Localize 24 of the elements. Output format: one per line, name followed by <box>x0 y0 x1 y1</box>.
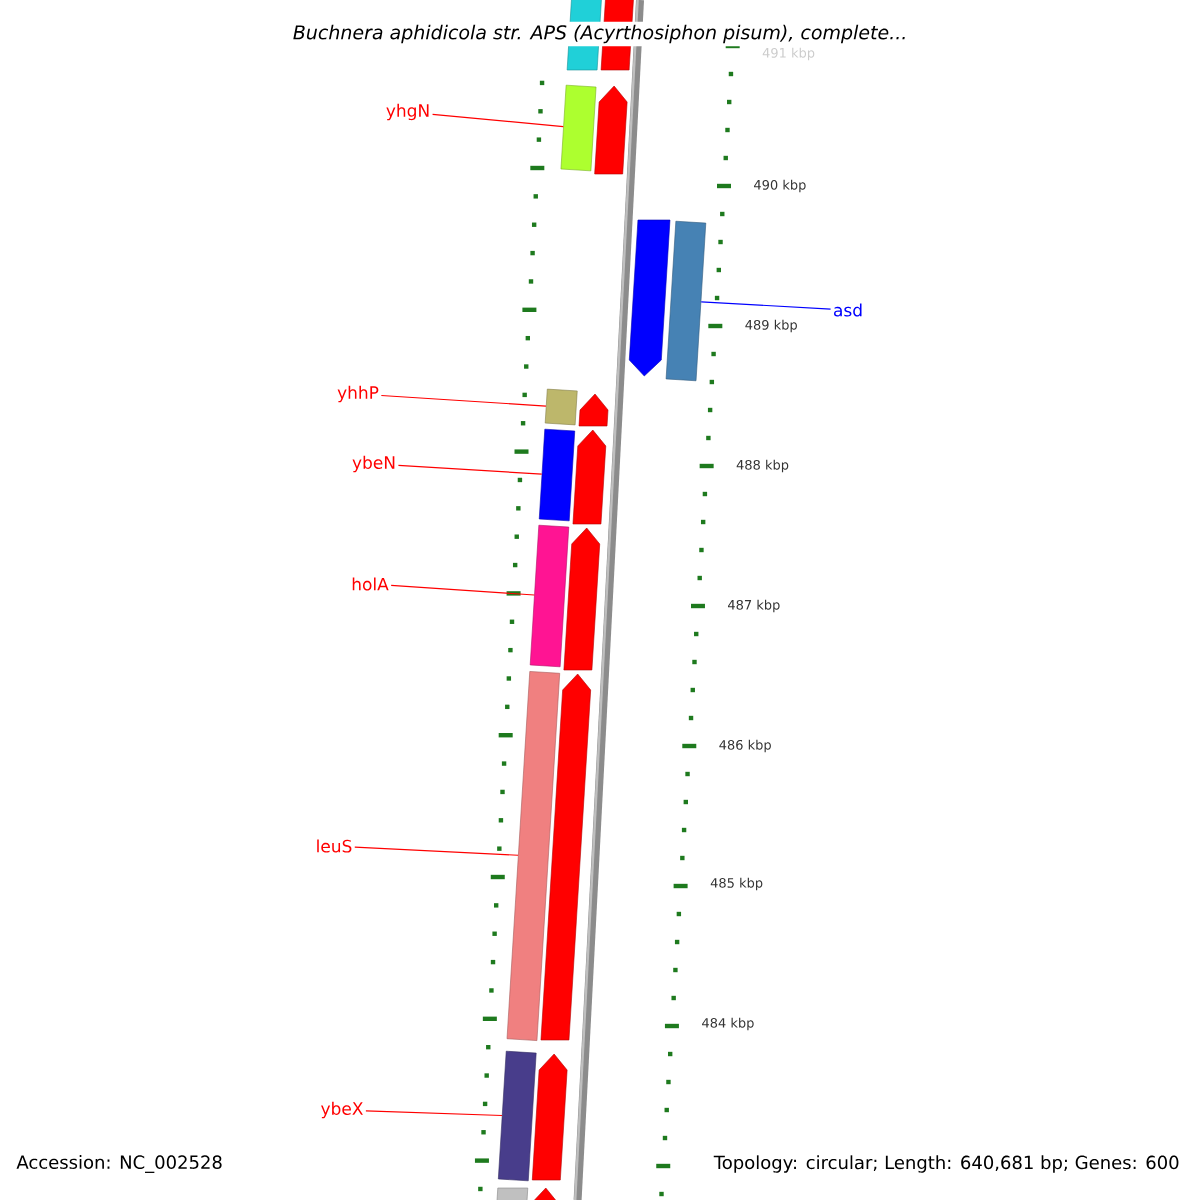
gene-bar <box>498 1050 537 1182</box>
gene-bar <box>665 220 707 382</box>
leader-line <box>380 394 547 407</box>
gene-label: leuS <box>317 839 352 853</box>
leader-line <box>700 301 832 310</box>
gene-bar <box>544 388 578 426</box>
gene-bar <box>560 84 597 172</box>
gene-label: asd <box>834 303 862 317</box>
gene-label: ybeN <box>352 455 395 473</box>
leader-line <box>354 846 519 856</box>
footer-text: Accession: NC_002528 <box>14 1153 225 1175</box>
footer-text: Topology: circular; Length: 640,681 bp; Genes: 600 <box>711 1153 1182 1175</box>
gene-label: ybeX <box>321 1101 363 1119</box>
leader-line <box>365 1110 503 1117</box>
leader-line <box>397 464 543 475</box>
gene-label: yhgN <box>386 103 429 121</box>
leader-line <box>390 584 535 596</box>
title: Buchnera aphidicola str. APS (Acyrthosiphon pisum), complete... <box>289 21 911 47</box>
gene-bar <box>529 524 570 668</box>
gene-label: holA <box>352 577 389 591</box>
gene-bar <box>506 671 561 1041</box>
gene-bar <box>538 428 576 522</box>
gene-label: yhhP <box>337 385 379 403</box>
leader-line <box>431 113 564 128</box>
